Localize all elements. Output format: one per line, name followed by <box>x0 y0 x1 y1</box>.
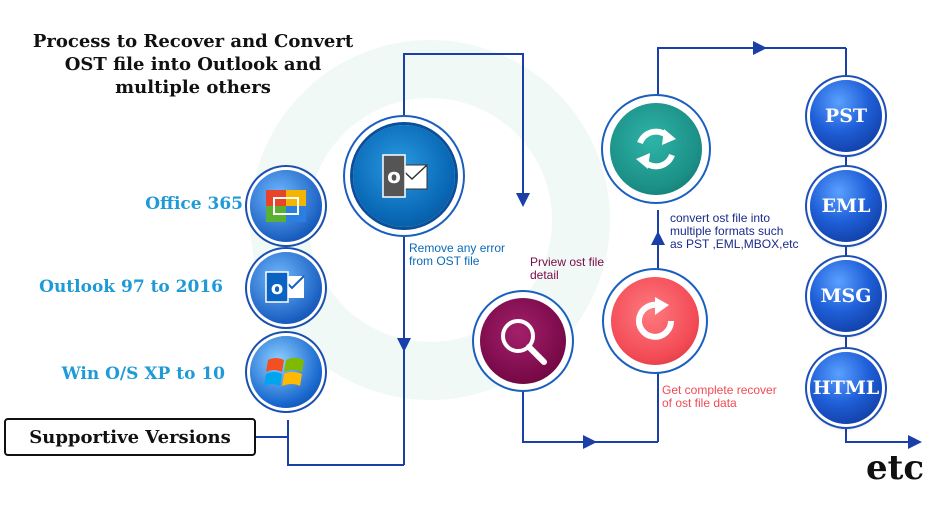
convert-icon <box>610 103 702 195</box>
step3-note-line: of ost file data <box>662 396 737 410</box>
step1-note-line: Remove any error <box>409 241 506 255</box>
preview-to-recover <box>522 385 658 443</box>
magnifier-icon <box>480 298 566 384</box>
supportive-versions-label: Supportive Versions <box>4 418 256 456</box>
step1-note: Remove any error from OST file <box>409 242 505 268</box>
outlook-ost-icon: o <box>353 125 455 227</box>
format-html: HTML <box>810 352 882 424</box>
platform-label-outlook: Outlook 97 to 2016 <box>39 277 223 297</box>
platform-label-windows: Win O/S XP to 10 <box>61 364 225 384</box>
step2-note: Prview ost file detail <box>530 256 604 282</box>
svg-text:o: o <box>387 164 401 188</box>
outlook-icon: o <box>250 252 322 324</box>
step2-note-line: detail <box>530 268 559 282</box>
step4-note-line: multiple formats such <box>670 224 784 238</box>
step-preview <box>474 292 572 390</box>
format-msg: MSG <box>810 260 882 332</box>
etc-label: etc <box>866 448 925 488</box>
title-line-2: OST file into Outlook and <box>64 54 322 75</box>
recover-icon <box>611 277 699 365</box>
step4-note-line: as PST ,EML,MBOX,etc <box>670 237 799 251</box>
step3-note: Get complete recover of ost file data <box>662 384 777 410</box>
step-recover <box>604 270 706 372</box>
step-remove-error: o <box>345 117 463 235</box>
step1-note-line: from OST file <box>409 254 480 268</box>
step-convert <box>603 96 709 202</box>
office-365-icon <box>250 170 322 242</box>
windows-icon <box>250 336 322 408</box>
step3-note-line: Get complete recover <box>662 383 777 397</box>
svg-text:o: o <box>271 278 283 299</box>
diagram-title: Process to Recover and Convert OST file … <box>8 30 378 99</box>
html-to-etc <box>845 425 922 449</box>
format-eml: EML <box>810 170 882 242</box>
platform-label-office365: Office 365 <box>145 194 243 214</box>
step4-note-line: convert ost file into <box>670 211 771 225</box>
title-line-1: Process to Recover and Convert <box>32 31 354 52</box>
step4-note: convert ost file into multiple formats s… <box>670 212 798 251</box>
feeder-line <box>256 436 404 466</box>
title-line-3: multiple others <box>115 77 271 98</box>
format-pst: PST <box>810 80 882 152</box>
convert-to-formats <box>657 47 846 100</box>
step2-note-line: Prview ost file <box>530 255 605 269</box>
